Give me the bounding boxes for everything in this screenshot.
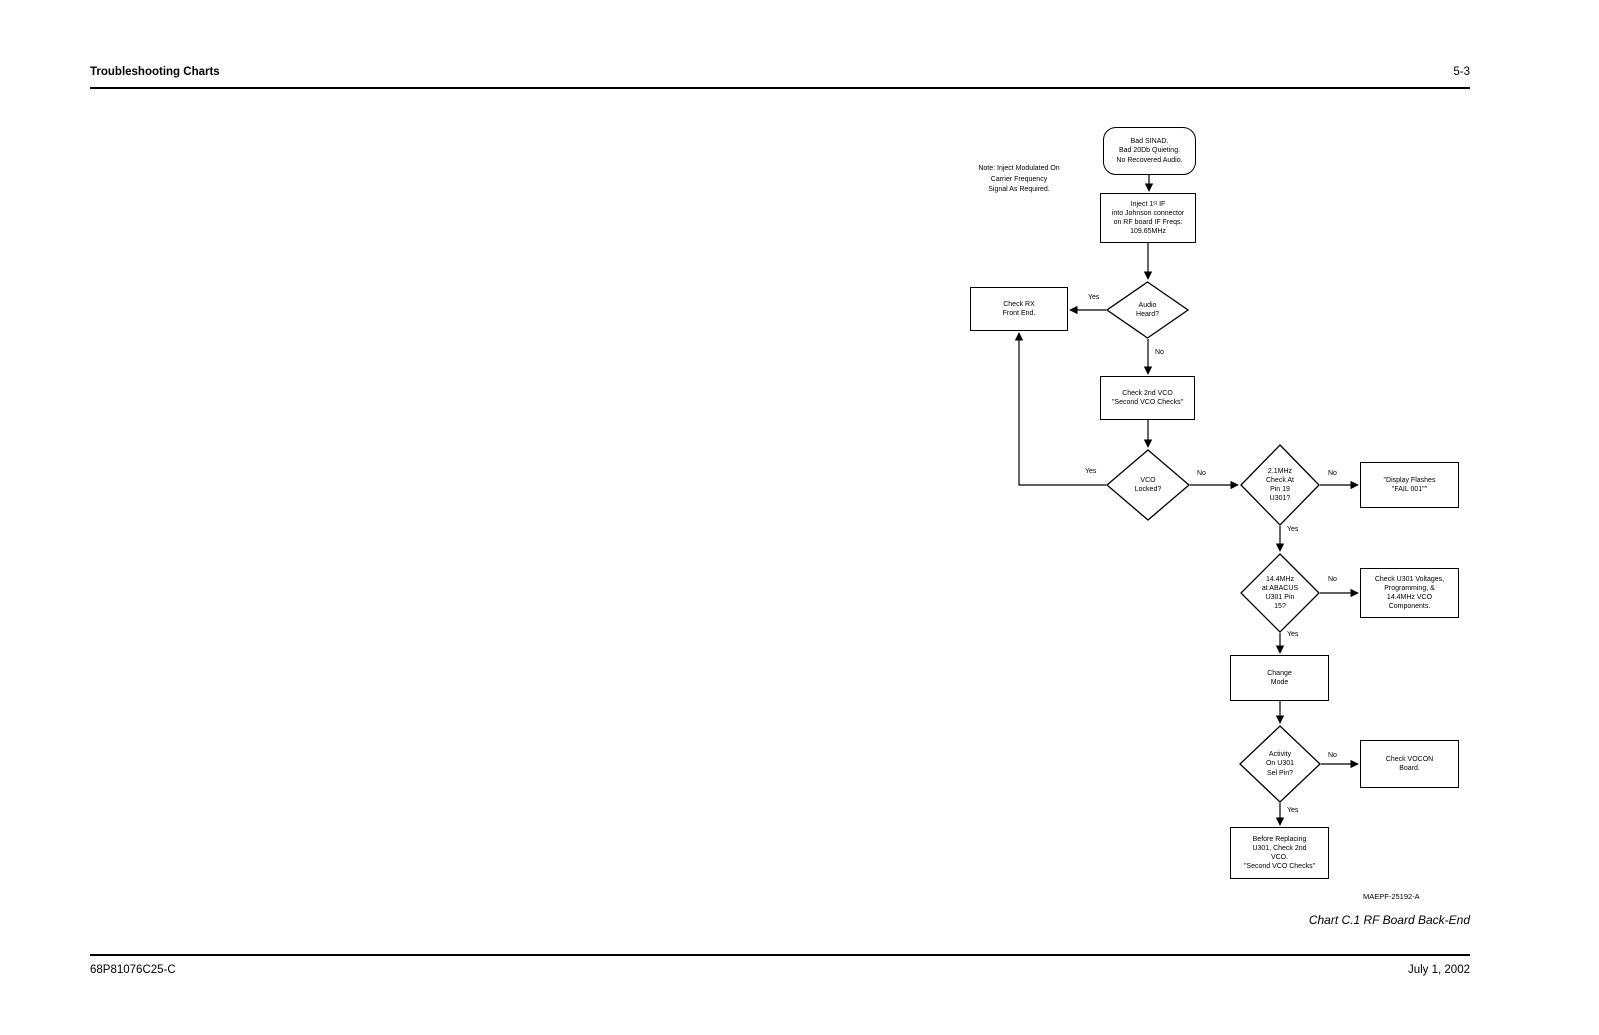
flow-node-check-2-1mhz-text: 2.1MHz Check At Pin 19 U301?	[1265, 467, 1294, 503]
flow-node-audio-heard: Audio Heard?	[1106, 281, 1189, 339]
flow-node-vco-locked-text: VCO Locked?	[1134, 476, 1162, 493]
edge-label-14-4mhz-yes: Yes	[1287, 631, 1299, 638]
connector-line	[1014, 332, 1106, 486]
flow-node-check-2-1mhz: 2.1MHz Check At Pin 19 U301?	[1240, 444, 1320, 526]
footer-date: July 1, 2002	[1407, 964, 1470, 976]
edge-label-audio-yes: Yes	[1088, 294, 1100, 301]
edge-label-2-1mhz-no: No	[1328, 470, 1337, 477]
flow-node-inject-if-text: Inject 1ˢᵗ IF into Johnson connector on …	[1111, 200, 1185, 236]
flow-node-check-u301: Check U301 Voltages, Programming, & 14.4…	[1360, 568, 1459, 618]
edge-label-2-1mhz-yes: Yes	[1287, 526, 1299, 533]
flow-node-bad-sinad: Bad SINAD. Bad 20Db Quieting. No Recover…	[1103, 127, 1196, 175]
flow-node-check-rx-front-end: Check RX Front End.	[970, 287, 1068, 331]
flow-node-check-14-4mhz-text: 14.4MHz at ABACUS U301 Pin 15?	[1261, 575, 1299, 611]
edge-label-activity-yes: Yes	[1287, 807, 1299, 814]
figure-id: MAEPF-25192-A	[1363, 892, 1420, 901]
header-rule	[90, 87, 1470, 89]
page-number: 5-3	[1453, 66, 1470, 78]
footer-doc-number: 68P81076C25-C	[90, 964, 176, 976]
flow-node-before-replacing-u301: Before Replacing U301, Check 2nd VCO. "S…	[1230, 827, 1329, 879]
flow-node-before-replacing-u301-text: Before Replacing U301, Check 2nd VCO. "S…	[1243, 835, 1316, 871]
edge-label-activity-no: No	[1328, 752, 1337, 759]
flow-node-check-u301-text: Check U301 Voltages, Programming, & 14.4…	[1374, 575, 1445, 611]
flow-node-check-vocon: Check VOCON Board.	[1360, 740, 1459, 788]
diamond-shape	[1106, 281, 1189, 339]
flow-node-display-flashes-text: "Display Flashes "FAIL 001""	[1383, 476, 1436, 493]
edge-label-audio-no: No	[1155, 349, 1164, 356]
flow-node-activity-u301-text: Activity On U301 Sel Pin?	[1265, 751, 1295, 777]
page-title: Troubleshooting Charts	[90, 66, 220, 78]
flow-node-vco-locked: VCO Locked?	[1106, 449, 1190, 521]
flow-node-audio-heard-text: Audio Heard?	[1136, 301, 1159, 318]
flow-node-check-2nd-vco-text: Check 2nd VCO "Second VCO Checks"	[1111, 389, 1184, 406]
diamond-shape	[1239, 725, 1321, 803]
flow-node-check-vocon-text: Check VOCON Board.	[1385, 755, 1434, 772]
edge-label-vco-locked-yes: Yes	[1085, 468, 1097, 475]
flow-node-display-flashes: "Display Flashes "FAIL 001""	[1360, 462, 1459, 508]
footer-rule	[90, 954, 1470, 956]
chart-note: Note: Inject Modulated On Carrier Freque…	[978, 165, 1060, 193]
flow-node-activity-u301: Activity On U301 Sel Pin?	[1239, 725, 1321, 803]
diamond-shape	[1240, 553, 1320, 633]
edge-label-14-4mhz-no: No	[1328, 576, 1337, 583]
flow-node-check-2nd-vco: Check 2nd VCO "Second VCO Checks"	[1100, 376, 1195, 420]
diamond-shape	[1106, 449, 1190, 521]
chart-caption: Chart C.1 RF Board Back-End	[1308, 913, 1470, 927]
flow-node-bad-sinad-text: Bad SINAD. Bad 20Db Quieting. No Recover…	[1116, 138, 1183, 164]
flow-node-change-mode-text: Change Mode	[1267, 669, 1292, 686]
flow-node-check-14-4mhz: 14.4MHz at ABACUS U301 Pin 15?	[1240, 553, 1320, 633]
flow-node-check-rx-front-end-text: Check RX Front End.	[1002, 300, 1036, 317]
flow-node-inject-if: Inject 1ˢᵗ IF into Johnson connector on …	[1100, 193, 1196, 243]
edge-label-vco-locked-no: No	[1197, 470, 1206, 477]
flow-node-change-mode: Change Mode	[1230, 655, 1329, 701]
diamond-shape	[1240, 444, 1320, 526]
